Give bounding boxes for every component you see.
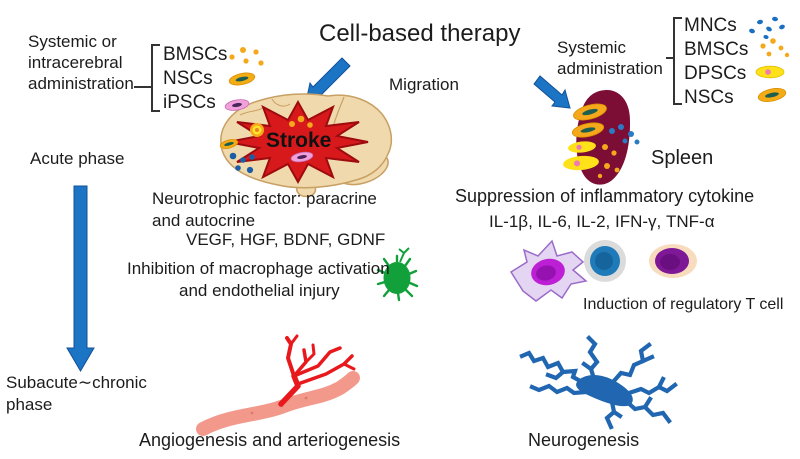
dpsc-cell-icon xyxy=(755,65,785,79)
left-bracket xyxy=(134,44,160,112)
bmsc-dots-icon xyxy=(229,47,264,66)
dendritic-cell-icon xyxy=(509,239,588,302)
right-admin-label: Systemic administration xyxy=(557,37,663,79)
nsc-cell-right-icon xyxy=(757,88,787,102)
left-cell-type-bmscs: BMSCs xyxy=(163,44,228,65)
right-bracket xyxy=(666,17,682,105)
blood-vessel-illustration xyxy=(196,371,360,436)
left-admin-line-2: intracerebral xyxy=(28,53,123,72)
brain-illustration xyxy=(220,93,393,198)
left-cell-type-nscs: NSCs xyxy=(163,68,213,89)
acute-phase-label: Acute phase xyxy=(30,149,125,168)
migration-arrow-right xyxy=(533,75,571,109)
neurogenesis-label: Neurogenesis xyxy=(528,430,640,450)
macrophage-icon xyxy=(376,247,419,302)
neuron-illustration xyxy=(519,335,678,430)
regulatory-t-cell-icon xyxy=(649,244,697,278)
engrafted-cells-on-brain xyxy=(219,115,314,174)
inhibition-line-2: and endothelial injury xyxy=(179,281,340,300)
inhibition-line-1: Inhibition of macrophage activation xyxy=(127,259,390,278)
right-cell-type-bmscs: BMSCs xyxy=(684,39,749,60)
spleen-illustration xyxy=(563,90,640,185)
right-cell-type-dpscs: DPSCs xyxy=(684,63,747,84)
left-admin-label: Systemic or intracerebral administration xyxy=(28,31,134,94)
artery-branches-icon xyxy=(278,334,356,407)
cytokines-label: IL-1β, IL-6, IL-2, IFN-γ, TNF-α xyxy=(489,212,715,231)
subacute-line-1: Subacute∼chronic xyxy=(6,373,147,392)
treg-induction-label: Induction of regulatory T cell xyxy=(583,296,784,313)
right-cell-type-nscs: NSCs xyxy=(684,87,734,108)
right-admin-line-1: Systemic xyxy=(557,38,626,57)
left-cell-type-ipscs: iPSCs xyxy=(163,92,216,113)
right-admin-line-2: administration xyxy=(557,59,663,78)
spleen-label: Spleen xyxy=(651,147,714,169)
bmsc-dots-right-icon xyxy=(760,38,790,58)
t-cell-icon xyxy=(584,240,626,282)
neurotrophic-line-2: and autocrine xyxy=(152,211,256,230)
growth-factors-label: VEGF, HGF, BDNF, GDNF xyxy=(186,230,386,249)
stroke-label: Stroke xyxy=(266,129,332,152)
angiogenesis-label: Angiogenesis and arteriogenesis xyxy=(139,430,401,450)
page-title: Cell-based therapy xyxy=(319,20,521,47)
neurotrophic-line-1: Neurotrophic factor: paracrine xyxy=(152,189,377,208)
left-admin-line-3: administration xyxy=(28,74,134,93)
nsc-cell-icon xyxy=(228,72,256,86)
subacute-line-2: phase xyxy=(6,395,53,414)
left-admin-line-1: Systemic or xyxy=(28,32,117,51)
neurotrophic-label: Neurotrophic factor: paracrine and autoc… xyxy=(152,188,377,232)
right-cell-type-mncs: MNCs xyxy=(684,15,737,36)
suppression-title: Suppression of inflammatory cytokine xyxy=(455,186,755,206)
migration-label: Migration xyxy=(389,75,459,94)
ipsc-cell-icon xyxy=(224,99,250,111)
subacute-phase-label: Subacute∼chronic phase xyxy=(6,372,147,416)
mnc-dots-icon xyxy=(749,16,785,40)
acute-to-subacute-arrow xyxy=(66,185,95,372)
